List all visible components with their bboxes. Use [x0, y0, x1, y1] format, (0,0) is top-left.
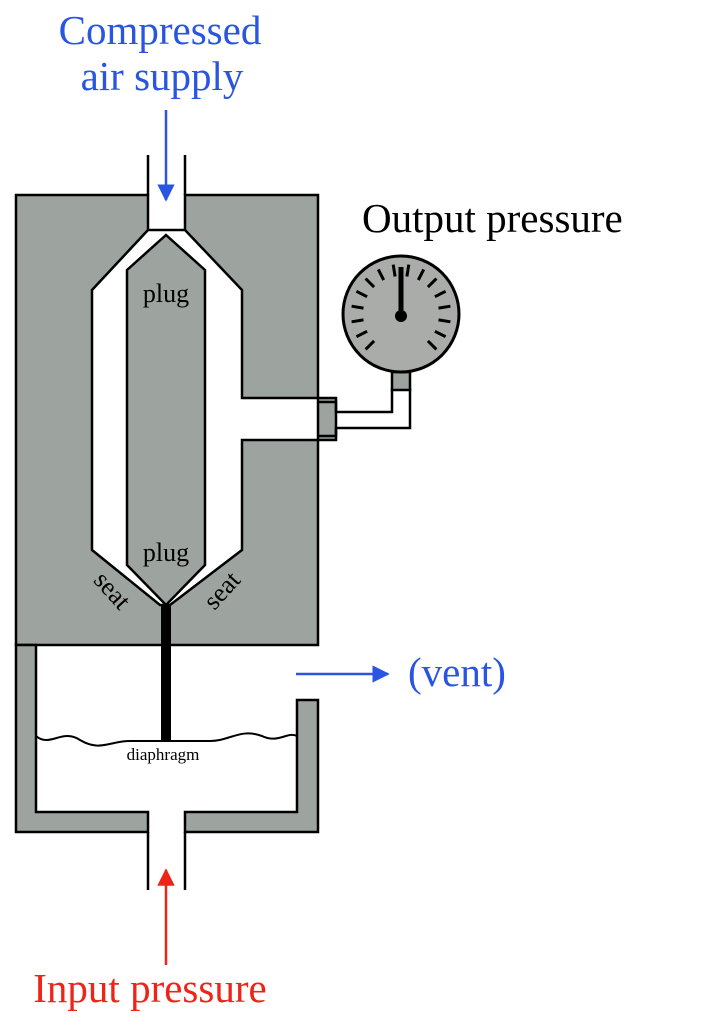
- gauge-stem: [390, 370, 412, 392]
- input-pressure-label: Input pressure: [33, 965, 266, 1011]
- gauge-tick: [426, 277, 438, 289]
- gauge-tick: [438, 318, 451, 324]
- gauge-tick: [364, 277, 376, 289]
- gauge-tick: [391, 264, 397, 277]
- gauge-tick: [434, 289, 447, 299]
- gauge-tick: [364, 339, 376, 351]
- plug-upper-label: plug: [143, 279, 189, 308]
- gauge-ticks: [351, 264, 451, 351]
- gauge-tick: [351, 304, 364, 310]
- diaphragm-label: diaphragm: [127, 745, 200, 764]
- gauge-tick: [438, 304, 451, 310]
- gauge-tick: [355, 329, 368, 339]
- plug-lower-label: plug: [143, 538, 189, 567]
- gauge-tick: [434, 329, 447, 339]
- relay-lower-housing: [14, 643, 150, 834]
- gauge-pivot: [395, 310, 407, 322]
- output-pressure-label: Output pressure: [362, 195, 623, 241]
- gauge-tick: [426, 339, 438, 351]
- relay-lower-housing-right: [183, 698, 320, 834]
- diaphragm-membrane: [35, 732, 298, 747]
- plug-stem: [161, 605, 171, 742]
- gauge-tick: [405, 264, 411, 277]
- output-tube: [318, 388, 394, 414]
- vent-label: (vent): [408, 649, 506, 695]
- gauge-tick: [355, 289, 368, 299]
- supply-label-line2: air supply: [81, 53, 244, 99]
- gauge-tick: [376, 268, 386, 281]
- supply-label-line1: Compressed: [59, 7, 262, 53]
- output-tube-inner: [318, 388, 412, 438]
- gauge-tick: [416, 268, 426, 281]
- gauge-tick: [351, 318, 364, 324]
